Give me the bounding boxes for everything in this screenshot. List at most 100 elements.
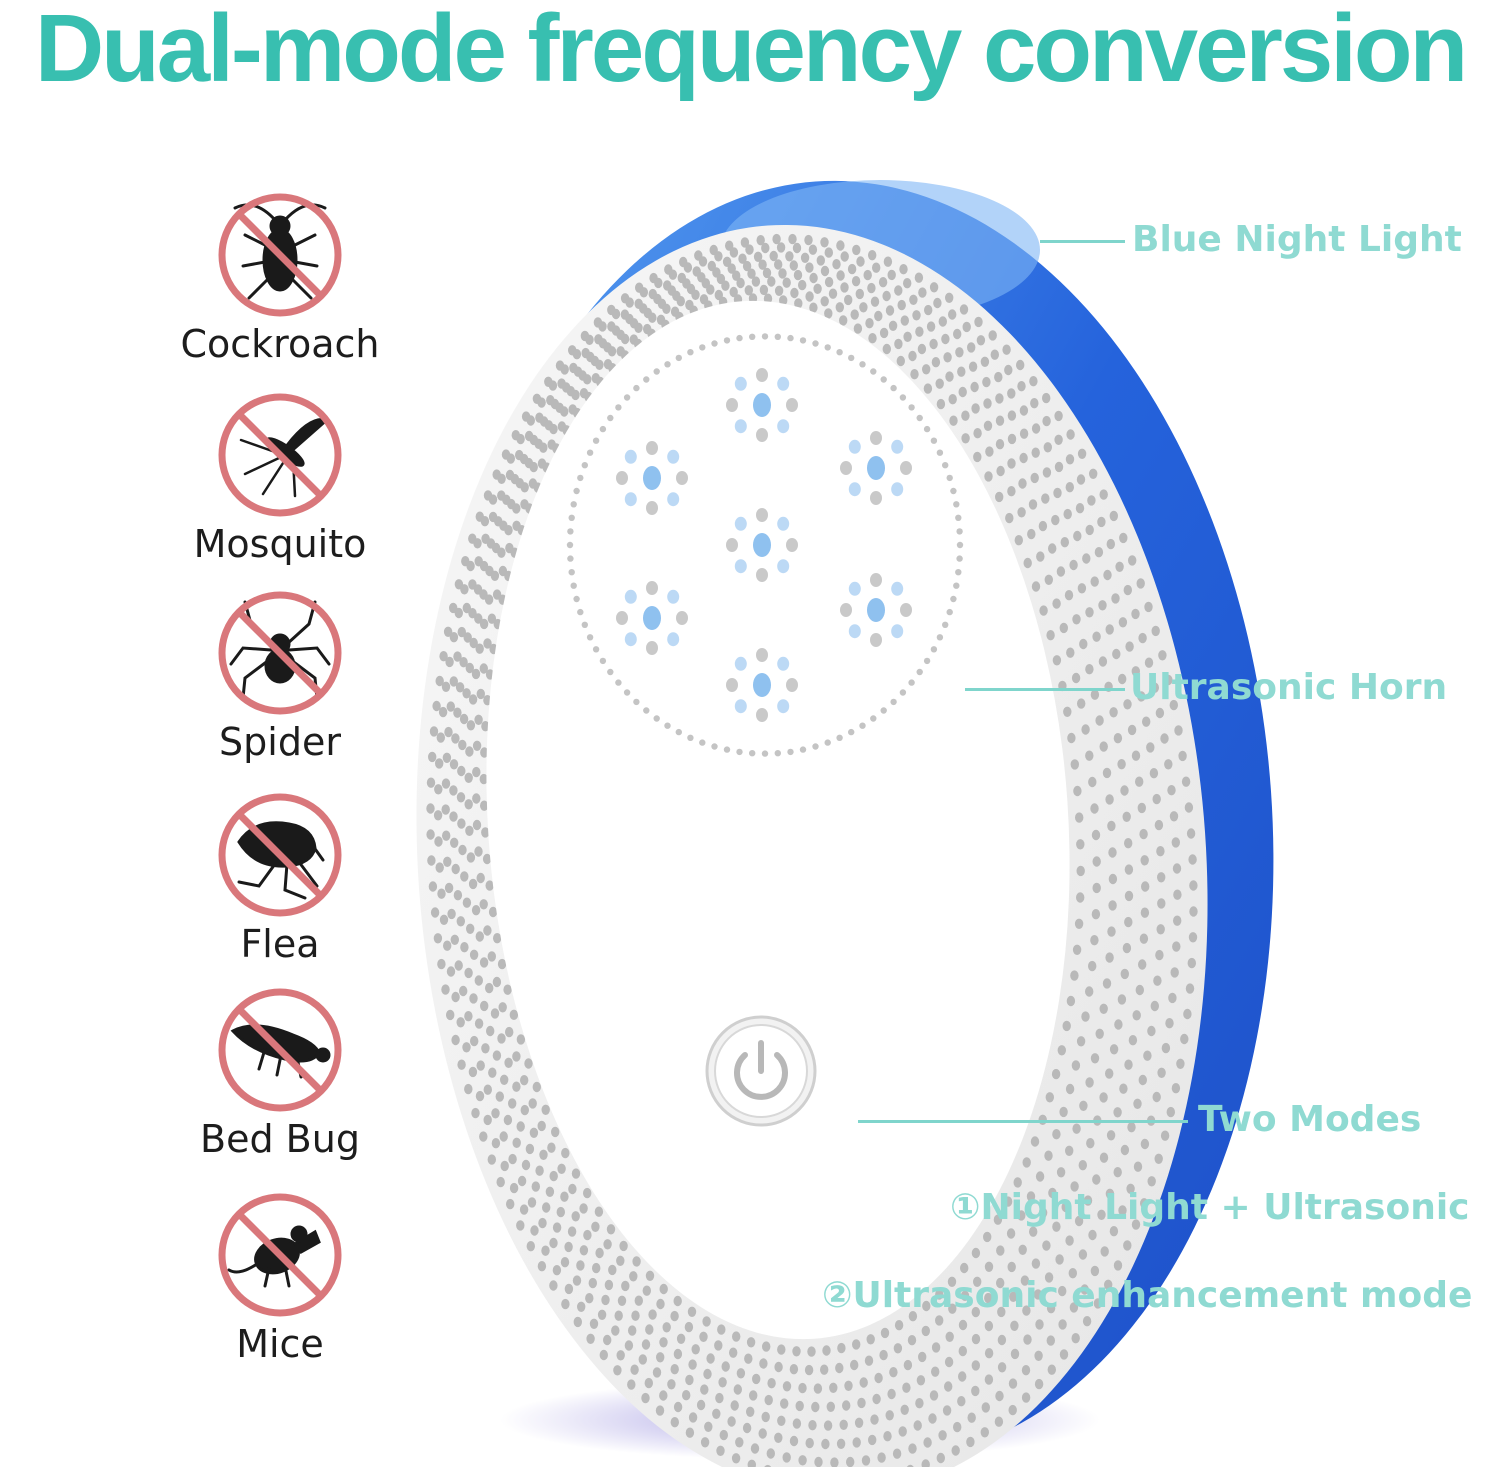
ring-hole [1102,767,1112,779]
grille-dot [749,333,756,340]
ring-hole [453,651,462,662]
ring-hole [1161,1042,1171,1054]
ring-hole [482,853,492,865]
ring-hole [721,1361,730,1372]
ring-hole [1138,1074,1148,1086]
ring-hole [840,251,849,262]
ring-hole [1073,530,1082,542]
ring-hole [984,1374,994,1385]
grille-cluster [726,368,798,442]
ring-hole [716,1445,725,1457]
ring-hole [902,1382,911,1393]
ring-hole [445,656,454,668]
ring-hole [1027,528,1036,540]
ring-hole [1090,1053,1100,1064]
ring-hole [945,1331,954,1343]
ring-hole [798,1455,807,1466]
callout-ultrasonic-horn: Ultrasonic Horn [1130,667,1448,708]
grille-cluster [840,573,912,647]
grille-dot [699,739,706,746]
ring-hole [837,1342,846,1354]
grille-dot [568,569,575,576]
ring-hole [1173,889,1182,900]
ring-hole [1149,768,1159,779]
ring-hole [539,442,548,453]
grille-dot [664,722,671,729]
ring-hole [451,733,460,744]
ring-hole [459,985,468,997]
ring-hole [763,293,773,304]
ring-hole [616,1255,625,1267]
ring-hole [656,1352,665,1363]
ring-hole [1158,650,1167,661]
ring-hole [676,1333,686,1345]
ring-hole [1094,547,1104,558]
ring-hole [537,1261,547,1272]
ring-hole [479,618,489,630]
ring-hole [971,1306,980,1318]
grille-dot [607,414,614,422]
ring-hole [1018,1244,1027,1256]
grille-dot [736,334,743,342]
ring-hole [1123,699,1132,710]
ring-hole [782,277,791,288]
ring-hole [652,1367,662,1378]
ring-hole [529,461,538,473]
ring-hole [1022,1305,1031,1316]
ring-hole [1093,1298,1103,1309]
ring-hole [585,1293,594,1304]
ring-hole [564,1241,573,1253]
ring-hole [474,846,483,857]
ring-hole [688,1412,698,1423]
ring-hole [1174,725,1183,736]
ring-hole [1065,1145,1074,1157]
ring-hole [1030,1136,1040,1147]
ring-hole [474,613,483,624]
pest-item-flea: Flea [150,790,410,966]
ring-hole [805,1437,814,1449]
ring-hole [820,237,829,248]
ring-hole [984,471,993,482]
ring-hole [480,1000,489,1012]
ring-hole [804,1364,814,1376]
ring-hole [903,331,912,342]
ring-hole [479,773,488,785]
ring-hole [1031,423,1041,434]
ring-hole [456,792,466,803]
ring-hole [953,1421,962,1433]
ring-hole [917,343,927,355]
power-button[interactable] [705,1015,817,1127]
ring-hole [712,1408,721,1420]
ring-hole [444,726,453,738]
ring-hole [879,1349,888,1361]
ring-hole [1023,1334,1032,1345]
ring-hole [973,1276,982,1288]
ring-hole [885,1410,894,1421]
ring-hole [984,1292,993,1304]
ring-hole [497,547,506,558]
ring-hole [475,931,484,942]
ring-hole [1113,1260,1123,1271]
ring-hole [591,1221,600,1233]
ring-hole [444,882,454,894]
ring-hole [1045,1092,1055,1103]
ring-hole [1042,392,1051,404]
ring-hole [957,366,966,377]
grille-dot [577,608,584,616]
ring-hole [1157,872,1166,883]
grille-dot [946,474,953,482]
ring-hole [1160,1130,1170,1141]
ring-hole [980,356,990,367]
ring-hole [1189,880,1198,891]
ring-hole [944,1356,954,1368]
ring-hole [1046,630,1055,641]
ring-hole [480,747,489,758]
ring-hole [595,1247,604,1259]
ring-hole [655,1405,665,1416]
ring-hole [836,270,845,281]
ring-hole [816,255,825,266]
ring-hole [464,1083,473,1095]
ring-hole [1005,512,1014,524]
ring-hole [426,829,435,840]
grille-dot [812,340,819,347]
